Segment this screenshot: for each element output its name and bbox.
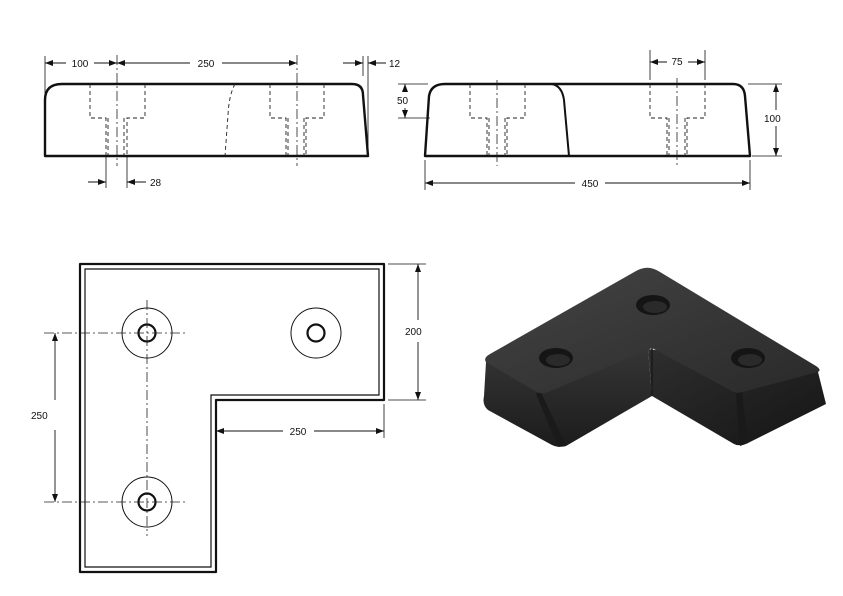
front-view: 100 250 12 28 <box>43 55 401 189</box>
plan-hole-top-right <box>290 307 342 359</box>
render-front-corner <box>536 390 566 447</box>
side-right-hole-hidden <box>649 84 706 156</box>
render-hole-left-inner <box>546 354 570 366</box>
front-view-outline <box>43 82 370 158</box>
side-view: 50 100 75 450 <box>397 50 782 190</box>
dim-front-hole-spacing: 250 <box>198 59 215 70</box>
dim-plan-arm-length: 250 <box>290 427 307 438</box>
dim-front-taper: 12 <box>389 59 401 70</box>
dim-front-bore: 28 <box>150 178 162 189</box>
render-hole-back-inner <box>643 301 667 313</box>
front-view-split-line <box>224 83 236 157</box>
render-right-corner <box>736 392 748 446</box>
dim-plan-arm-width: 200 <box>405 327 422 338</box>
dim-front-left-edge: 100 <box>72 59 89 70</box>
plan-view-outer-outline <box>78 262 386 574</box>
dim-side-bolt-width: 75 <box>671 57 683 68</box>
rubber-bumper-render <box>483 267 826 447</box>
dim-plan-hole-spacing-vertical: 250 <box>31 411 48 422</box>
side-view-outline <box>423 82 752 158</box>
front-right-hole-hidden <box>269 84 325 156</box>
dim-side-length: 450 <box>582 179 599 190</box>
front-left-hole-hidden <box>89 84 146 156</box>
side-left-hole-hidden <box>469 84 526 156</box>
render-hole-right-inner <box>738 354 762 366</box>
side-view-step-line <box>551 83 570 157</box>
plan-view: 250 200 250 <box>31 262 426 574</box>
dim-side-step-height: 50 <box>397 96 409 107</box>
plan-view-inner-outline <box>84 268 380 568</box>
dim-side-height: 100 <box>764 114 781 125</box>
